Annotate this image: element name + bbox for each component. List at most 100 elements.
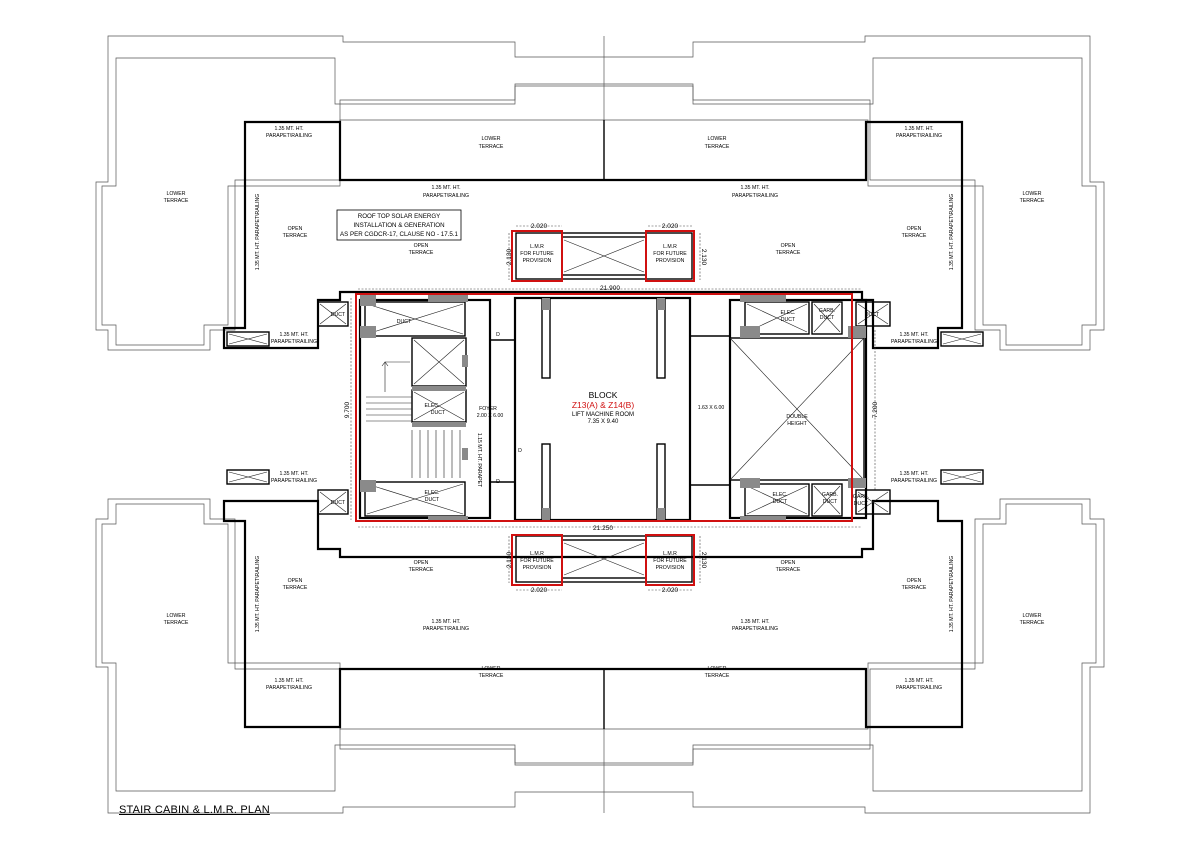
solar-note-line: ROOF TOP SOLAR ENERGY <box>358 213 441 220</box>
parapet-label: PARAPET\RAILING <box>891 339 937 345</box>
dimension-labels: 21.900 21.250 9.700 7.200 2.020 2.020 2.… <box>344 223 879 594</box>
lower-terrace-label: LOWER <box>166 191 185 197</box>
double-height-label: HEIGHT <box>787 421 807 427</box>
open-terrace-label: OPEN <box>288 578 303 584</box>
open-terrace-label: TERRACE <box>902 233 927 239</box>
parapet-label: 1.35 MT. HT. <box>899 332 928 338</box>
lower-terrace-label: LOWER <box>707 666 726 672</box>
open-terrace-label: OPEN <box>907 226 922 232</box>
elec-duct-label: ELEC. <box>781 310 796 316</box>
lower-terrace-label: LOWER <box>1022 613 1041 619</box>
block-name: Z13(A) & Z14(B) <box>572 400 635 410</box>
lower-terrace-label: TERRACE <box>479 144 504 150</box>
lower-terrace-label: LOWER <box>166 613 185 619</box>
lmr-label: L.M.R <box>663 244 677 250</box>
elec-duct-label: DUCT <box>431 410 446 416</box>
lmr-label: PROVISION <box>656 565 685 571</box>
lower-terrace-label: TERRACE <box>705 144 730 150</box>
elec-duct-label: DUCT <box>425 497 440 503</box>
foyer-size: 2.00 X 6.00 <box>477 413 504 419</box>
open-terrace-label: OPEN <box>288 226 303 232</box>
left-height-dim: 9.700 <box>344 401 351 418</box>
lmr-label: FOR FUTURE <box>520 251 554 257</box>
open-terrace-label: TERRACE <box>902 585 927 591</box>
lmr-label: L.M.R <box>663 551 677 557</box>
elec-duct-label: DUCT <box>781 317 796 323</box>
stair-parapet-label: 1.15 MT. HT. PARAPET <box>476 433 482 488</box>
lmr-label: FOR FUTURE <box>520 558 554 564</box>
double-height-size: 1.63 X 6.00 <box>698 405 725 411</box>
parapet-label: PARAPET\RAILING <box>266 133 312 139</box>
lmr-label: L.M.R <box>530 551 544 557</box>
lmr-label: PROVISION <box>656 258 685 264</box>
columns <box>360 294 866 522</box>
parapet-label: PARAPET\RAILING <box>266 685 312 691</box>
parapet-label: PARAPET\RAILING <box>271 339 317 345</box>
lmr-width-dim: 2.020 <box>662 223 679 230</box>
block-room: LIFT MACHINE ROOM <box>572 412 634 418</box>
parapet-label: 1.35 MT. HT. <box>431 185 460 191</box>
lmr-labels: L.M.R FOR FUTURE PROVISION L.M.R FOR FUT… <box>520 244 687 571</box>
lmr-width-dim: 2.020 <box>531 587 548 594</box>
elec-duct-label: DUCT <box>773 499 788 505</box>
edge-ducts <box>226 301 984 515</box>
dimension-lines <box>350 225 876 591</box>
lower-terrace-label: LOWER <box>481 136 500 142</box>
garb-duct-label: GARB. <box>819 308 835 314</box>
parapet-label: 1.35 MT. HT. <box>274 126 303 132</box>
parapet-walls <box>222 120 964 729</box>
open-terrace-label: TERRACE <box>283 233 308 239</box>
parapet-label: PARAPET\RAILING <box>891 478 937 484</box>
room-labels: DUCT DUCT DUCT DUCT ELEC. DUCT ELEC. DUC… <box>331 308 880 507</box>
open-terrace-label: OPEN <box>781 560 796 566</box>
parapet-label: 1.35 MT. HT. <box>899 471 928 477</box>
solar-note: ROOF TOP SOLAR ENERGY INSTALLATION & GEN… <box>336 209 462 241</box>
open-terrace-label: TERRACE <box>409 250 434 256</box>
highlight-boxes <box>355 230 853 586</box>
lower-terrace-label: TERRACE <box>1020 198 1045 204</box>
block-label: BLOCK Z13(A) & Z14(B) LIFT MACHINE ROOM … <box>572 390 635 425</box>
lower-terrace-label: LOWER <box>1022 191 1041 197</box>
lower-terrace-label: LOWER <box>481 666 500 672</box>
parapet-label: PARAPET\RAILING <box>423 626 469 632</box>
lmr-label: FOR FUTURE <box>653 558 687 564</box>
garb-duct-label: GARB. <box>822 492 838 498</box>
parapet-label-vertical: 1.35 MT. HT. PARAPET\RAILING <box>949 194 955 271</box>
parapet-label: 1.35 MT. HT. <box>274 678 303 684</box>
open-terrace-label: TERRACE <box>283 585 308 591</box>
stair-treads <box>366 361 461 478</box>
lmr-height-dim: 2.130 <box>506 248 513 265</box>
garb-duct-label: DUCT <box>854 501 869 507</box>
parapet-label-vertical: 1.35 MT. HT. PARAPET\RAILING <box>949 556 955 633</box>
door-label: D <box>496 479 500 485</box>
lmr-label: FOR FUTURE <box>653 251 687 257</box>
lmr-label: PROVISION <box>523 565 552 571</box>
door-label: D <box>496 332 500 338</box>
door-label: D <box>518 448 522 454</box>
lmr-height-dim: 2.130 <box>700 552 707 569</box>
lower-terrace-label: TERRACE <box>705 673 730 679</box>
duct-label: DUCT <box>865 312 880 318</box>
parapet-label: PARAPET\RAILING <box>271 478 317 484</box>
parapet-label: 1.35 MT. HT. <box>904 126 933 132</box>
garb-duct-label: DUCT <box>823 499 838 505</box>
lower-terrace-label: TERRACE <box>164 198 189 204</box>
elec-duct-label: ELEC. <box>425 490 440 496</box>
parapet-label: 1.35 MT. HT. <box>279 471 308 477</box>
open-terrace-label: TERRACE <box>409 567 434 573</box>
parapet-label: PARAPET\RAILING <box>896 133 942 139</box>
parapet-label: PARAPET\RAILING <box>732 626 778 632</box>
lmr-width-dim: 2.020 <box>662 587 679 594</box>
solar-note-line: AS PER CGDCR-17, CLAUSE NO - 17.5.1 <box>340 231 459 238</box>
lower-terrace-label: LOWER <box>707 136 726 142</box>
parapet-label-vertical: 1.35 MT. HT. PARAPET\RAILING <box>255 194 261 271</box>
open-terrace-label: OPEN <box>781 243 796 249</box>
open-terrace-label: OPEN <box>414 243 429 249</box>
parapet-label: PARAPET\RAILING <box>896 685 942 691</box>
parapet-label: 1.35 MT. HT. <box>279 332 308 338</box>
plan-title: STAIR CABIN & L.M.R. PLAN <box>119 804 270 816</box>
duct-label: DUCT <box>331 312 346 318</box>
solar-note-line: INSTALLATION & GENERATION <box>353 222 444 229</box>
lmr-label: L.M.R <box>530 244 544 250</box>
elec-duct-label: ELEC. <box>425 403 440 409</box>
